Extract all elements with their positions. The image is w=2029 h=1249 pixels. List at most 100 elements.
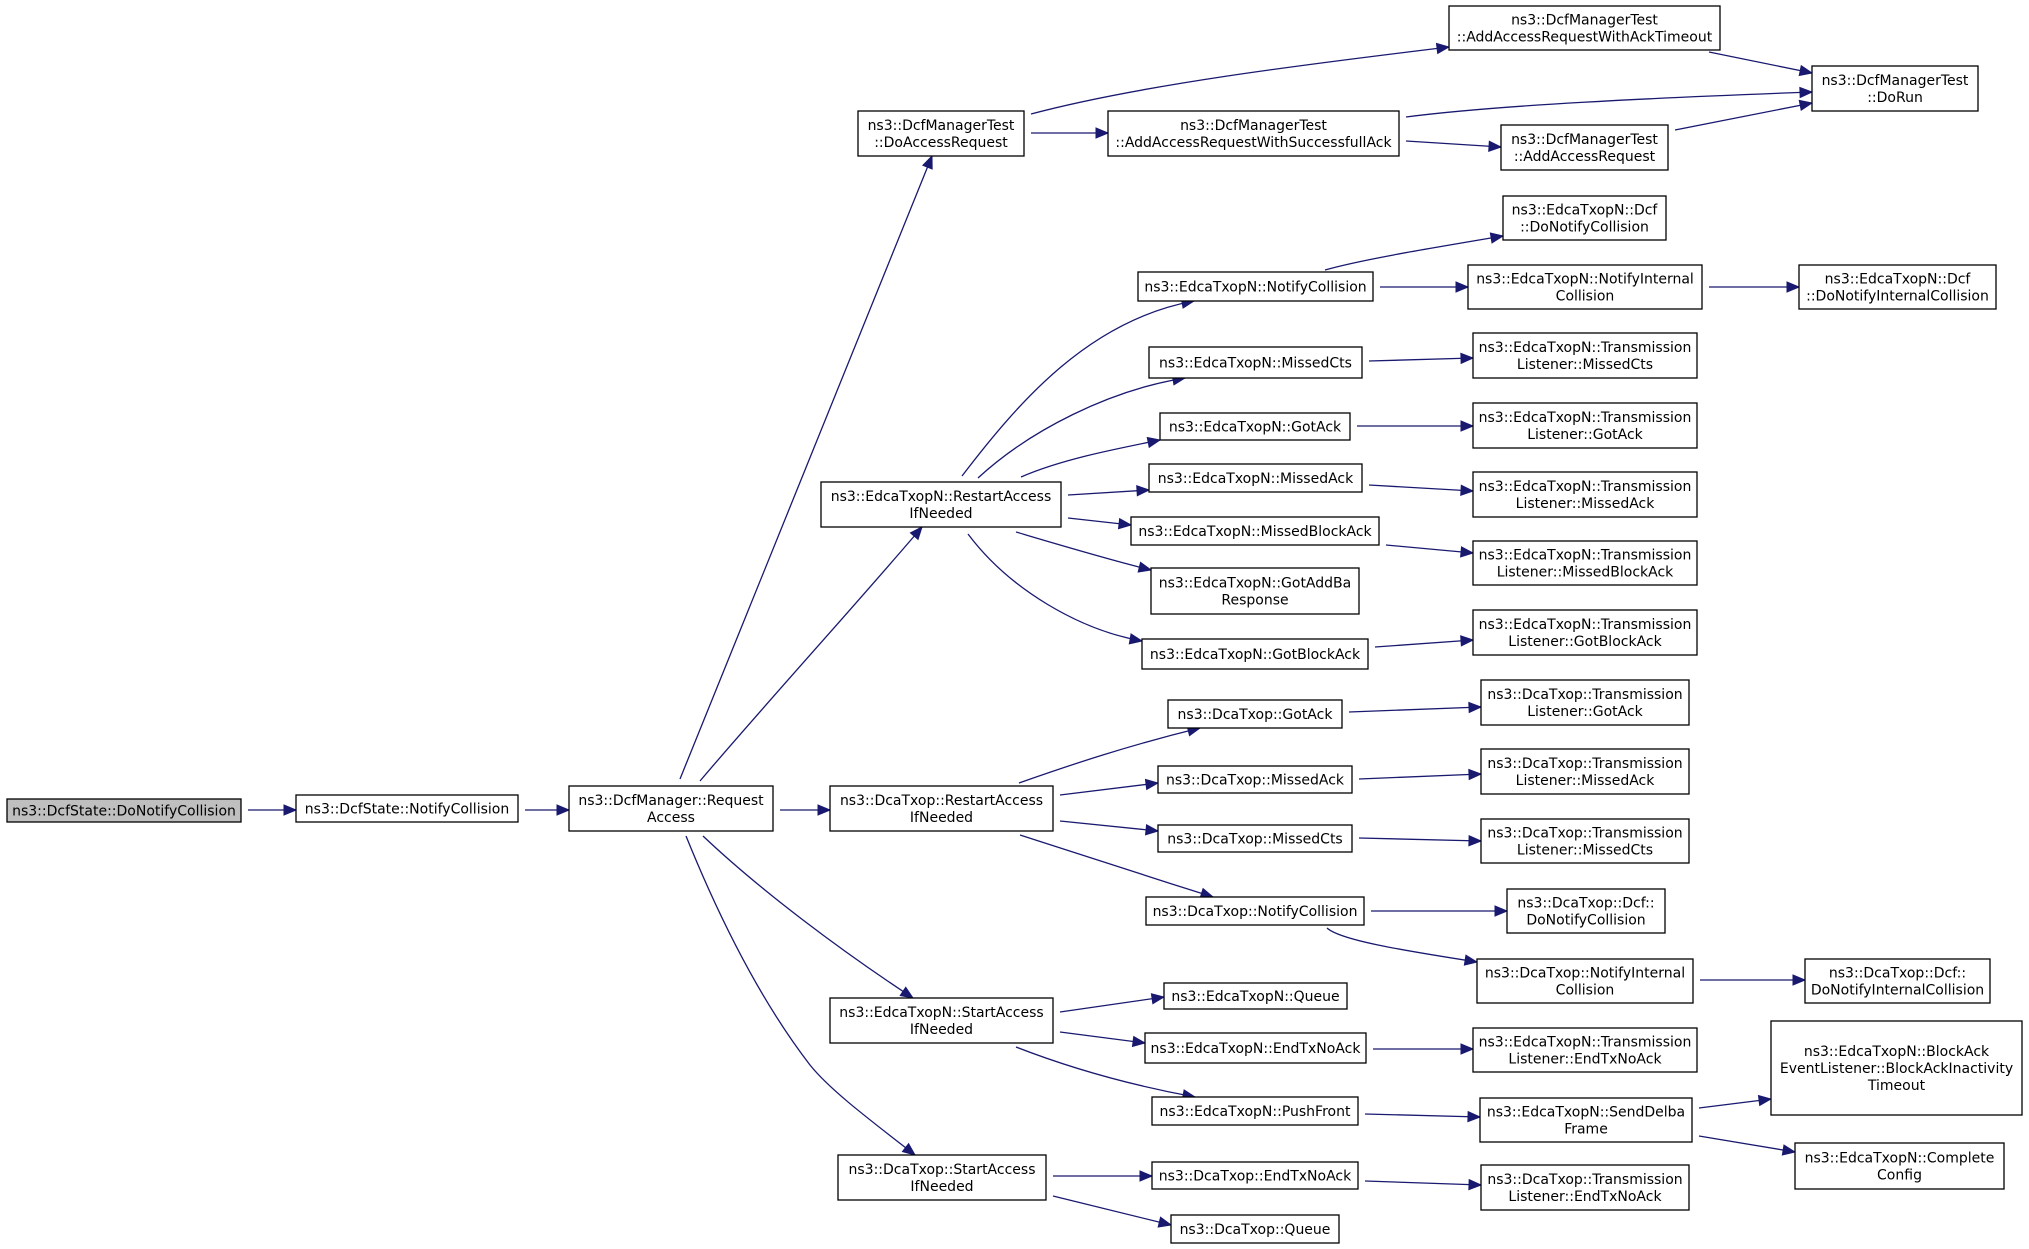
node-box[interactable] (1163, 982, 1348, 1010)
node-box[interactable] (1480, 679, 1690, 726)
node-box[interactable] (837, 1154, 1047, 1201)
node-box[interactable] (857, 110, 1025, 157)
node-n3[interactable]: ns3::DcfManagerTest::DoAccessRequest (857, 110, 1025, 157)
node-n20[interactable]: ns3::EdcaTxopN::TransmissionListener::Mi… (1472, 540, 1698, 586)
node-box[interactable] (6, 798, 242, 823)
node-label: ns3::DcaTxop::StartAccess (849, 1162, 1036, 1178)
node-n13[interactable]: ns3::EdcaTxopN::MissedCts (1148, 346, 1363, 379)
node-box[interactable] (829, 785, 1054, 832)
node-n12[interactable]: ns3::EdcaTxopN::Dcf::DoNotifyInternalCol… (1798, 264, 1997, 310)
node-n14[interactable]: ns3::EdcaTxopN::TransmissionListener::Mi… (1472, 332, 1698, 379)
node-box[interactable] (1159, 412, 1351, 441)
node-n23[interactable]: ns3::EdcaTxopN::TransmissionListener::Go… (1472, 609, 1698, 656)
node-box[interactable] (1472, 332, 1698, 379)
node-n17[interactable]: ns3::EdcaTxopN::MissedAck (1148, 463, 1363, 493)
node-box[interactable] (1500, 124, 1669, 171)
node-n32[interactable]: ns3::DcaTxop::Dcf::DoNotifyCollision (1506, 888, 1666, 934)
node-n38[interactable]: ns3::EdcaTxopN::TransmissionListener::En… (1472, 1027, 1698, 1073)
node-n39[interactable]: ns3::EdcaTxopN::PushFront (1151, 1096, 1359, 1126)
edge-n45-to-n44 (1364, 1180, 1482, 1186)
node-box[interactable] (1157, 765, 1353, 794)
node-box[interactable] (1151, 1096, 1359, 1126)
node-box[interactable] (1157, 824, 1353, 853)
node-n7[interactable]: ns3::DcfManagerTest::AddAccessRequest (1500, 124, 1669, 171)
node-n44[interactable]: ns3::DcaTxop::EndTxNoAck (1151, 1161, 1359, 1190)
arrowhead-n6-to-n4 (1798, 64, 1814, 77)
node-n16[interactable]: ns3::EdcaTxopN::TransmissionListener::Go… (1472, 402, 1698, 449)
node-n25[interactable]: ns3::DcaTxop::GotAck (1167, 699, 1343, 729)
node-label: ns3::DcaTxop::Transmission (1487, 687, 1682, 703)
node-box[interactable] (1472, 609, 1698, 656)
node-box[interactable] (829, 997, 1054, 1044)
node-box[interactable] (820, 481, 1062, 528)
node-box[interactable] (1472, 1027, 1698, 1073)
node-box[interactable] (1506, 888, 1666, 934)
node-box[interactable] (1472, 471, 1698, 518)
node-n5[interactable]: ns3::DcfManagerTest::AddAccessRequestWit… (1107, 110, 1400, 157)
node-box[interactable] (1480, 1164, 1690, 1211)
node-box[interactable] (1137, 271, 1374, 302)
edge-n37-to-n35 (1059, 1031, 1146, 1044)
node-n45[interactable]: ns3::DcaTxop::TransmissionListener::EndT… (1480, 1164, 1690, 1211)
node-n6[interactable]: ns3::DcfManagerTest::DoRun (1811, 65, 1979, 112)
node-box[interactable] (1472, 540, 1698, 586)
node-n22[interactable]: ns3::EdcaTxopN::GotBlockAck (1141, 638, 1369, 670)
node-n36[interactable]: ns3::EdcaTxopN::Queue (1163, 982, 1348, 1010)
node-box[interactable] (1130, 516, 1380, 546)
node-n46[interactable]: ns3::DcaTxop::Queue (1170, 1214, 1340, 1244)
node-n19[interactable]: ns3::EdcaTxopN::MissedBlockAck (1130, 516, 1380, 546)
node-label: ns3::EdcaTxopN::Transmission (1479, 548, 1692, 564)
node-n27[interactable]: ns3::DcaTxop::MissedAck (1157, 765, 1353, 794)
node-n11[interactable]: ns3::EdcaTxopN::NotifyInternalCollision (1467, 264, 1703, 310)
node-box[interactable] (1770, 1020, 2023, 1116)
node-box[interactable] (295, 794, 519, 823)
node-n33[interactable]: ns3::DcaTxop::NotifyInternalCollision (1476, 958, 1694, 1004)
node-box[interactable] (1145, 896, 1365, 926)
node-box[interactable] (1107, 110, 1400, 157)
node-box[interactable] (1476, 958, 1694, 1004)
node-box[interactable] (1148, 463, 1363, 493)
node-n15[interactable]: ns3::EdcaTxopN::GotAck (1159, 412, 1351, 441)
node-n28[interactable]: ns3::DcaTxop::TransmissionListener::Miss… (1480, 748, 1690, 795)
node-box[interactable] (1151, 1161, 1359, 1190)
node-box[interactable] (1479, 1097, 1693, 1143)
node-n34[interactable]: ns3::DcaTxop::Dcf::DoNotifyInternalColli… (1804, 958, 1991, 1004)
node-box[interactable] (1141, 638, 1369, 670)
node-box[interactable] (1480, 818, 1690, 864)
node-n9[interactable]: ns3::EdcaTxopN::NotifyCollision (1137, 271, 1374, 302)
node-n31[interactable]: ns3::DcaTxop::NotifyCollision (1145, 896, 1365, 926)
node-box[interactable] (1798, 264, 1997, 310)
node-n1[interactable]: ns3::DcfState::NotifyCollision (295, 794, 519, 823)
node-n4[interactable]: ns3::DcfManagerTest::AddAccessRequestWit… (1448, 5, 1721, 51)
node-n18[interactable]: ns3::EdcaTxopN::TransmissionListener::Mi… (1472, 471, 1698, 518)
node-box[interactable] (1144, 1032, 1367, 1064)
node-box[interactable] (1472, 402, 1698, 449)
node-box[interactable] (1148, 346, 1363, 379)
node-n0[interactable]: ns3::DcfState::DoNotifyCollision (6, 798, 242, 823)
node-n26[interactable]: ns3::DcaTxop::TransmissionListener::GotA… (1480, 679, 1690, 726)
node-box[interactable] (1804, 958, 1991, 1004)
node-box[interactable] (1150, 567, 1360, 615)
node-n30[interactable]: ns3::DcaTxop::TransmissionListener::Miss… (1480, 818, 1690, 864)
node-box[interactable] (1448, 5, 1721, 51)
node-n41[interactable]: ns3::EdcaTxopN::BlockAckEventListener::B… (1770, 1020, 2023, 1116)
node-box[interactable] (1794, 1142, 2005, 1190)
node-box[interactable] (1502, 195, 1667, 241)
node-n10[interactable]: ns3::EdcaTxopN::Dcf::DoNotifyCollision (1502, 195, 1667, 241)
node-n29[interactable]: ns3::DcaTxop::MissedCts (1157, 824, 1353, 853)
node-box[interactable] (1480, 748, 1690, 795)
node-n37[interactable]: ns3::EdcaTxopN::EndTxNoAck (1144, 1032, 1367, 1064)
node-box[interactable] (568, 785, 774, 832)
node-box[interactable] (1811, 65, 1979, 112)
node-box[interactable] (1467, 264, 1703, 310)
node-box[interactable] (1167, 699, 1343, 729)
node-box[interactable] (1170, 1214, 1340, 1244)
